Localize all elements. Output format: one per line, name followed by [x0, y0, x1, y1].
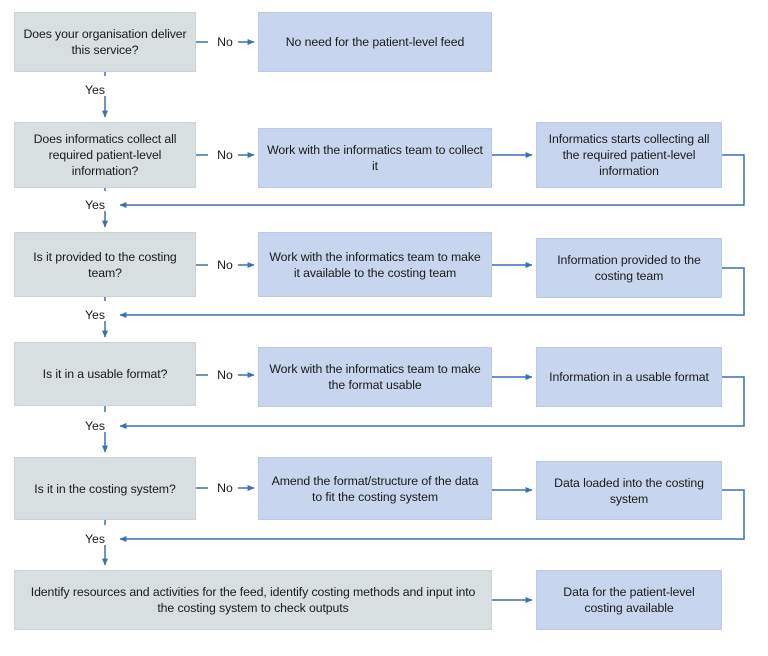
node-label: Does your organisation deliver this serv… — [23, 27, 187, 57]
node-decision-informatics-collects[interactable]: Does informatics collect all required pa… — [14, 122, 196, 188]
edge-label-yes-5: Yes — [84, 532, 105, 546]
node-label: No need for the patient-level feed — [285, 35, 465, 49]
node-label: Is it provided to the costing team? — [33, 249, 177, 280]
node-result-information-usable-format[interactable]: Information in a usable format — [536, 347, 722, 407]
edge-label-yes-3: Yes — [84, 308, 105, 322]
node-decision-deliver-service[interactable]: Does your organisation deliver this serv… — [14, 12, 196, 72]
node-action-make-format-usable[interactable]: Work with the informatics team to make t… — [258, 347, 492, 407]
node-label: Is it in the costing system? — [34, 481, 176, 496]
edge-label-no-3: No — [217, 258, 233, 272]
node-action-amend-format-structure[interactable]: Amend the format/structure of the data t… — [258, 457, 492, 520]
node-label: Amend the format/structure of the data t… — [271, 473, 479, 504]
node-label: Data loaded into the costing system — [554, 475, 704, 506]
edge-label-no-4: No — [217, 368, 233, 382]
node-label: Does informatics collect all required pa… — [33, 132, 177, 178]
node-label: Identify resources and activities for th… — [30, 585, 476, 615]
node-result-information-provided[interactable]: Information provided to the costing team — [536, 238, 722, 298]
edge-label-yes-1: Yes — [84, 83, 105, 97]
node-result-informatics-starts-collecting[interactable]: Informatics starts collecting all the re… — [536, 122, 722, 188]
node-label: Information provided to the costing team — [557, 253, 701, 283]
node-decision-usable-format[interactable]: Is it in a usable format? — [14, 342, 196, 406]
node-label: Is it in a usable format? — [42, 367, 168, 381]
edge-label-yes-2: Yes — [84, 198, 105, 212]
node-process-identify-resources[interactable]: Identify resources and activities for th… — [14, 570, 492, 630]
node-label: Work with the informatics team to collec… — [267, 143, 483, 173]
node-action-make-available-to-costing-team[interactable]: Work with the informatics team to make i… — [258, 232, 492, 297]
node-label: Work with the informatics team to make t… — [269, 362, 481, 392]
node-label: Information in a usable format — [549, 370, 709, 384]
node-action-no-feed-needed[interactable]: No need for the patient-level feed — [258, 12, 492, 72]
edge-label-no-2: No — [217, 148, 233, 162]
node-decision-in-costing-system[interactable]: Is it in the costing system? — [14, 457, 196, 520]
node-result-data-loaded[interactable]: Data loaded into the costing system — [536, 461, 722, 520]
node-terminal-data-available[interactable]: Data for the patient-level costing avail… — [536, 570, 722, 630]
edge-label-yes-4: Yes — [84, 419, 105, 433]
edge-label-no-1: No — [217, 35, 233, 49]
node-action-work-with-informatics-collect[interactable]: Work with the informatics team to collec… — [258, 128, 492, 188]
node-label: Informatics starts collecting all the re… — [548, 132, 710, 178]
edge-label-no-5: No — [217, 481, 233, 495]
node-decision-provided-to-costing-team[interactable]: Is it provided to the costing team? — [14, 232, 196, 297]
node-label: Work with the informatics team to make i… — [269, 249, 481, 280]
node-label: Data for the patient-level costing avail… — [563, 585, 695, 615]
